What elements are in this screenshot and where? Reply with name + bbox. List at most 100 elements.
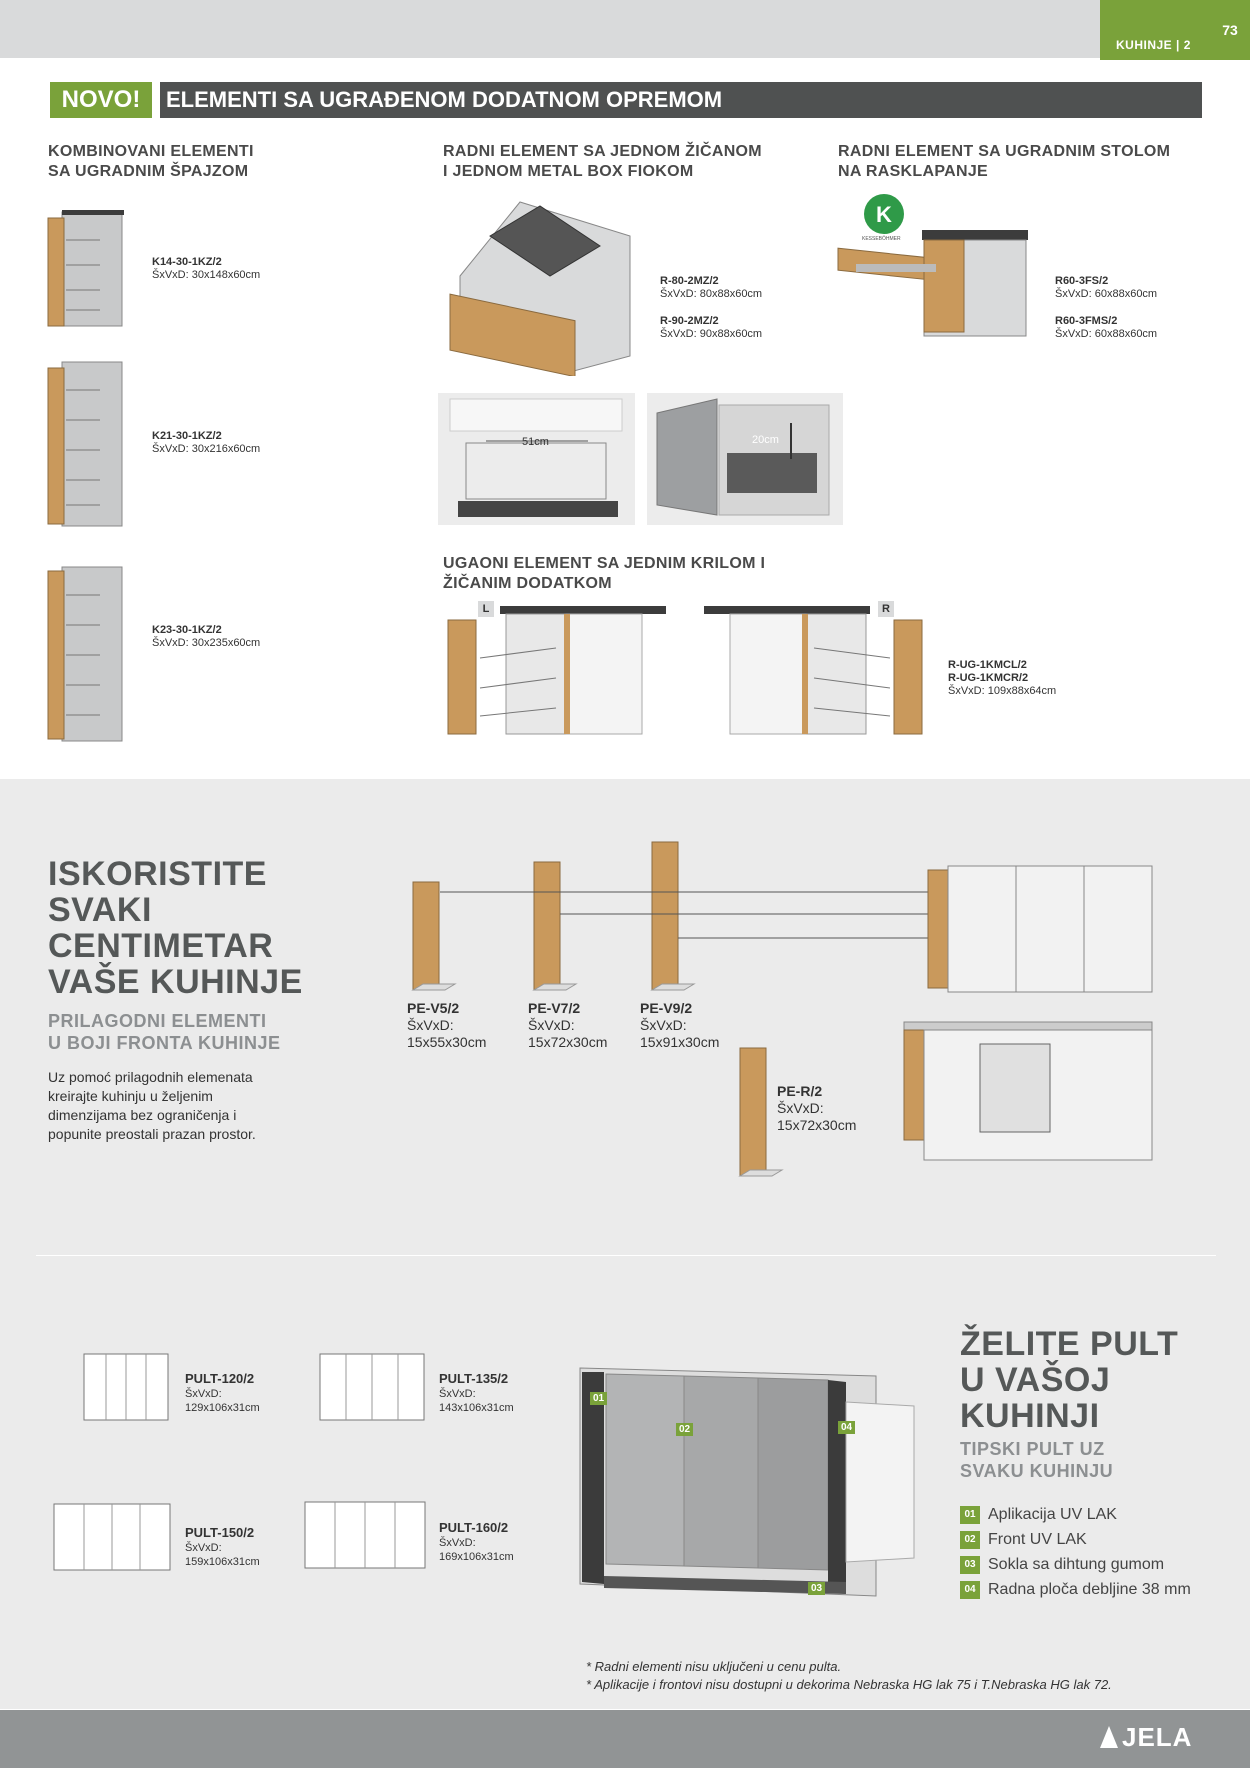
section2-para-line-4: popunite preostali prazan prostor. <box>48 1126 256 1142</box>
r60-3fms-code: R60-3FMS/2 <box>1055 315 1118 327</box>
corner-heading-1: UGAONI ELEMENT SA JEDNIM KRILOM I <box>443 555 766 572</box>
pult-160-image <box>304 1501 426 1569</box>
r60-3fs-code: R60-3FS/2 <box>1055 275 1109 287</box>
legend-num: 03 <box>960 1556 980 1574</box>
pult-135-dim: 143x106x31cm <box>439 1402 514 1414</box>
section2-title-line-1: ISKORISTITE <box>48 855 267 893</box>
pe-r-code: PE-R/2 <box>777 1083 823 1099</box>
left-variant-tag: L <box>478 601 494 617</box>
k14-code: K14-30-1KZ/2 <box>152 256 222 268</box>
footer-bar <box>0 1710 1250 1768</box>
tree-icon <box>1100 1726 1118 1748</box>
legend-num: 04 <box>960 1581 980 1599</box>
pe-v5-dim: 15x55x30cm <box>407 1034 487 1050</box>
corner-dim: ŠxVxD: 109x88x64cm <box>948 685 1057 697</box>
pult-150-label: ŠxVxD: <box>185 1542 222 1554</box>
tall-cabinet-k21-image <box>47 361 123 527</box>
foldable-table-cabinet-image <box>837 230 1028 337</box>
detail-height-label: 20cm <box>752 434 779 446</box>
k21-code: K21-30-1KZ/2 <box>152 430 222 442</box>
callout-01: 01 <box>590 1392 608 1405</box>
section3-subtitle-line-1: TIPSKI PULT UZ <box>960 1439 1105 1459</box>
pe-v9-dim: 15x91x30cm <box>640 1034 720 1050</box>
section2-para-line-2: kreirajte kuhinju u željenim <box>48 1088 213 1104</box>
r90-dim: ŠxVxD: 90x88x60cm <box>660 328 763 340</box>
col1-heading-2: SA UGRADNIM ŠPAJZOM <box>48 163 249 180</box>
pe-v5-code: PE-V5/2 <box>407 1000 460 1016</box>
pe-v5-label: ŠxVxD: <box>407 1017 454 1033</box>
corner-heading-2: ŽIČANIM DODATKOM <box>443 575 612 592</box>
col3-heading-2: NA RASKLAPANJE <box>838 163 988 180</box>
r90-code: R-90-2MZ/2 <box>660 315 719 327</box>
note-1: * Radni elementi nisu uključeni u cenu p… <box>586 1659 842 1674</box>
section-label: KUHINJE | 2 <box>1116 38 1191 52</box>
callout-03: 03 <box>808 1582 826 1595</box>
pult-135-code: PULT-135/2 <box>439 1371 509 1386</box>
pult-160-label: ŠxVxD: <box>439 1537 476 1549</box>
section2-subtitle-line-2: U BOJI FRONTA KUHINJE <box>48 1033 281 1053</box>
section2-title-line-4: VAŠE KUHINJE <box>48 963 303 1001</box>
section2-title-line-3: CENTIMETAR <box>48 927 274 965</box>
legend-item: 02 Front UV LAK <box>960 1529 1191 1551</box>
pult-135-image <box>319 1353 425 1421</box>
pult-150-code: PULT-150/2 <box>185 1525 255 1540</box>
kessebohmer-logo: K <box>864 194 904 234</box>
brand-logo[interactable]: JELA <box>1100 1722 1192 1753</box>
pe-r-dim: 15x72x30cm <box>777 1117 857 1133</box>
metal-box-drawer-detail-image <box>647 393 843 525</box>
col1-heading-1: KOMBINOVANI ELEMENTI <box>48 143 254 160</box>
right-variant-tag: R <box>878 601 894 617</box>
legend-num: 02 <box>960 1531 980 1549</box>
pe-r-label: ŠxVxD: <box>777 1100 824 1116</box>
corner-code-left: R-UG-1KMCL/2 <box>948 659 1027 671</box>
detail-width-label: 51cm <box>522 436 549 448</box>
pe-v7-code: PE-V7/2 <box>528 1000 581 1016</box>
section2-title-line-2: SVAKI <box>48 891 152 929</box>
r80-dim: ŠxVxD: 80x88x60cm <box>660 288 763 300</box>
section-tab[interactable]: KUHINJE | 2 <box>1100 0 1210 60</box>
k21-dim: ŠxVxD: 30x216x60cm <box>152 443 261 455</box>
pult-120-image <box>83 1353 169 1421</box>
pult-150-dim: 159x106x31cm <box>185 1556 260 1568</box>
section-divider <box>36 1255 1216 1256</box>
section3-subtitle-line-2: SVAKU KUHINJU <box>960 1461 1114 1481</box>
pult-135-label: ŠxVxD: <box>439 1388 476 1400</box>
pult-120-code: PULT-120/2 <box>185 1371 255 1386</box>
col3-heading-1: RADNI ELEMENT SA UGRADNIM STOLOM <box>838 143 1171 160</box>
k23-dim: ŠxVxD: 30x235x60cm <box>152 637 261 649</box>
note-2: * Aplikacije i frontovi nisu dostupni u … <box>586 1677 1112 1692</box>
pe-v7-label: ŠxVxD: <box>528 1017 575 1033</box>
page-number: 73 <box>1210 0 1250 60</box>
top-bar <box>0 0 1250 58</box>
novo-badge: NOVO! <box>50 82 152 118</box>
corner-cabinet-right-image <box>704 606 923 735</box>
pult-150-image <box>53 1503 171 1571</box>
section3-title-line-2: U VAŠOJ <box>960 1361 1111 1399</box>
logo-caption: KESSEBÖHMER <box>862 236 901 242</box>
wire-basket-detail-image <box>438 393 635 525</box>
legend-text: Aplikacija UV LAK <box>988 1506 1117 1523</box>
pult-160-code: PULT-160/2 <box>439 1520 509 1535</box>
pult-large-image <box>579 1367 915 1597</box>
k14-dim: ŠxVxD: 30x148x60cm <box>152 269 261 281</box>
sink-base-cabinet-image <box>449 201 631 376</box>
col2-heading-1: RADNI ELEMENT SA JEDNOM ŽIČANOM <box>443 143 762 160</box>
legend-item: 04 Radna ploča debljine 38 mm <box>960 1579 1191 1601</box>
callout-04: 04 <box>838 1421 856 1434</box>
legend-text: Front UV LAK <box>988 1531 1087 1548</box>
section3-title-line-3: KUHINJI <box>960 1397 1100 1435</box>
section2-para-line-3: dimenzijama bez ograničenja i <box>48 1107 237 1123</box>
r60-3fms-dim: ŠxVxD: 60x88x60cm <box>1055 328 1158 340</box>
legend-text: Radna ploča debljine 38 mm <box>988 1581 1191 1598</box>
tall-cabinet-k23-image <box>47 566 123 742</box>
pe-v9-code: PE-V9/2 <box>640 1000 693 1016</box>
tall-cabinet-k14-image <box>47 210 124 327</box>
section2-para-line-1: Uz pomoć prilagodnih elemenata <box>48 1069 253 1085</box>
k23-code: K23-30-1KZ/2 <box>152 624 222 636</box>
brand-name: JELA <box>1122 1722 1193 1752</box>
section2-subtitle-line-1: PRILAGODNI ELEMENTI <box>48 1011 267 1031</box>
pe-v7-dim: 15x72x30cm <box>528 1034 608 1050</box>
section-banner: ELEMENTI SA UGRAĐENOM DODATNOM OPREMOM <box>160 82 1202 118</box>
